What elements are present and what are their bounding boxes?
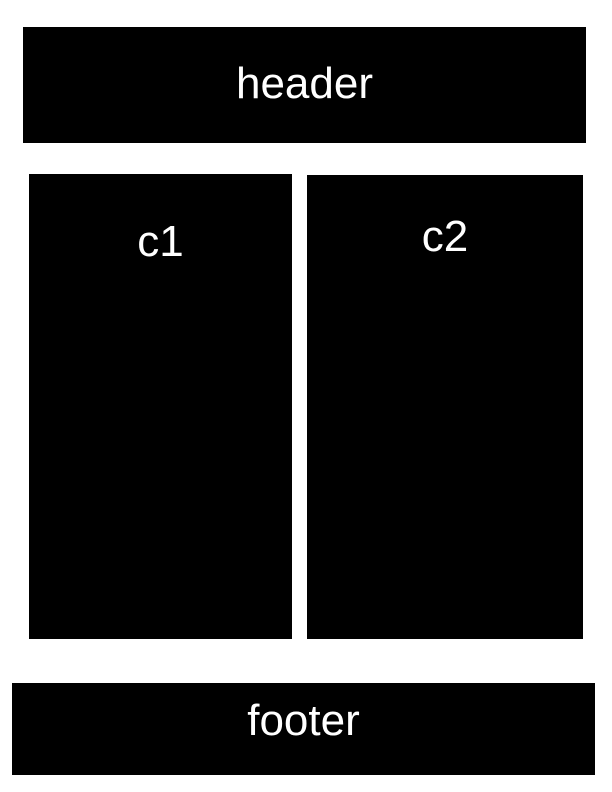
- footer-block: footer: [12, 683, 595, 775]
- column-c1-block: c1: [29, 174, 292, 639]
- footer-label: footer: [247, 696, 360, 745]
- column-c2-label: c2: [421, 212, 469, 261]
- column-c1-label: c1: [137, 217, 184, 266]
- header-label: header: [235, 59, 373, 108]
- column-c2-block: c2: [307, 175, 583, 639]
- header-block: header: [23, 27, 586, 143]
